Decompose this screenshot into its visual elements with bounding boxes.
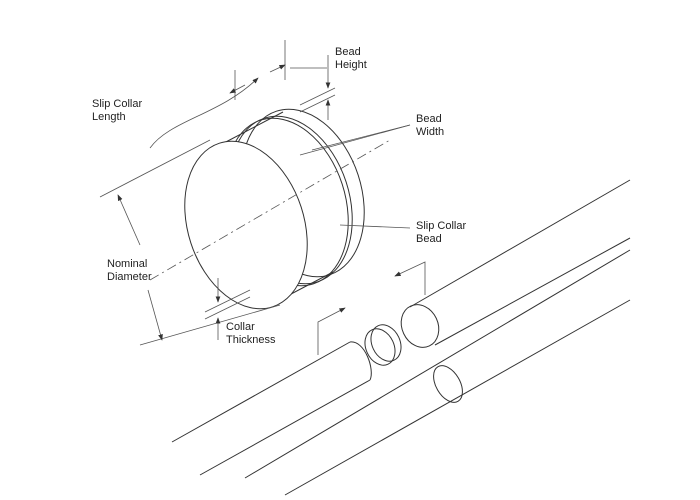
duct-assembly bbox=[171, 179, 631, 496]
slip-collar-large bbox=[149, 108, 391, 310]
label-slip-collar-bead: Slip Collar Bead bbox=[416, 220, 467, 245]
label-bead-height: Bead Height bbox=[335, 46, 367, 71]
dimension-collar-thickness bbox=[204, 278, 251, 340]
dimension-slip-collar-length bbox=[149, 40, 327, 149]
dimension-nominal-diameter bbox=[99, 139, 281, 346]
dimension-bead-height bbox=[299, 55, 336, 120]
leader-bead-width-2 bbox=[311, 124, 411, 151]
label-collar-thickness: Collar Thickness bbox=[226, 321, 276, 346]
leader-slip-collar-bead bbox=[339, 224, 411, 229]
label-nominal-diameter: Nominal Diameter bbox=[107, 258, 152, 283]
label-bead-width: Bead Width bbox=[416, 113, 445, 138]
label-slip-collar-length: Slip Collar Length bbox=[92, 98, 143, 123]
